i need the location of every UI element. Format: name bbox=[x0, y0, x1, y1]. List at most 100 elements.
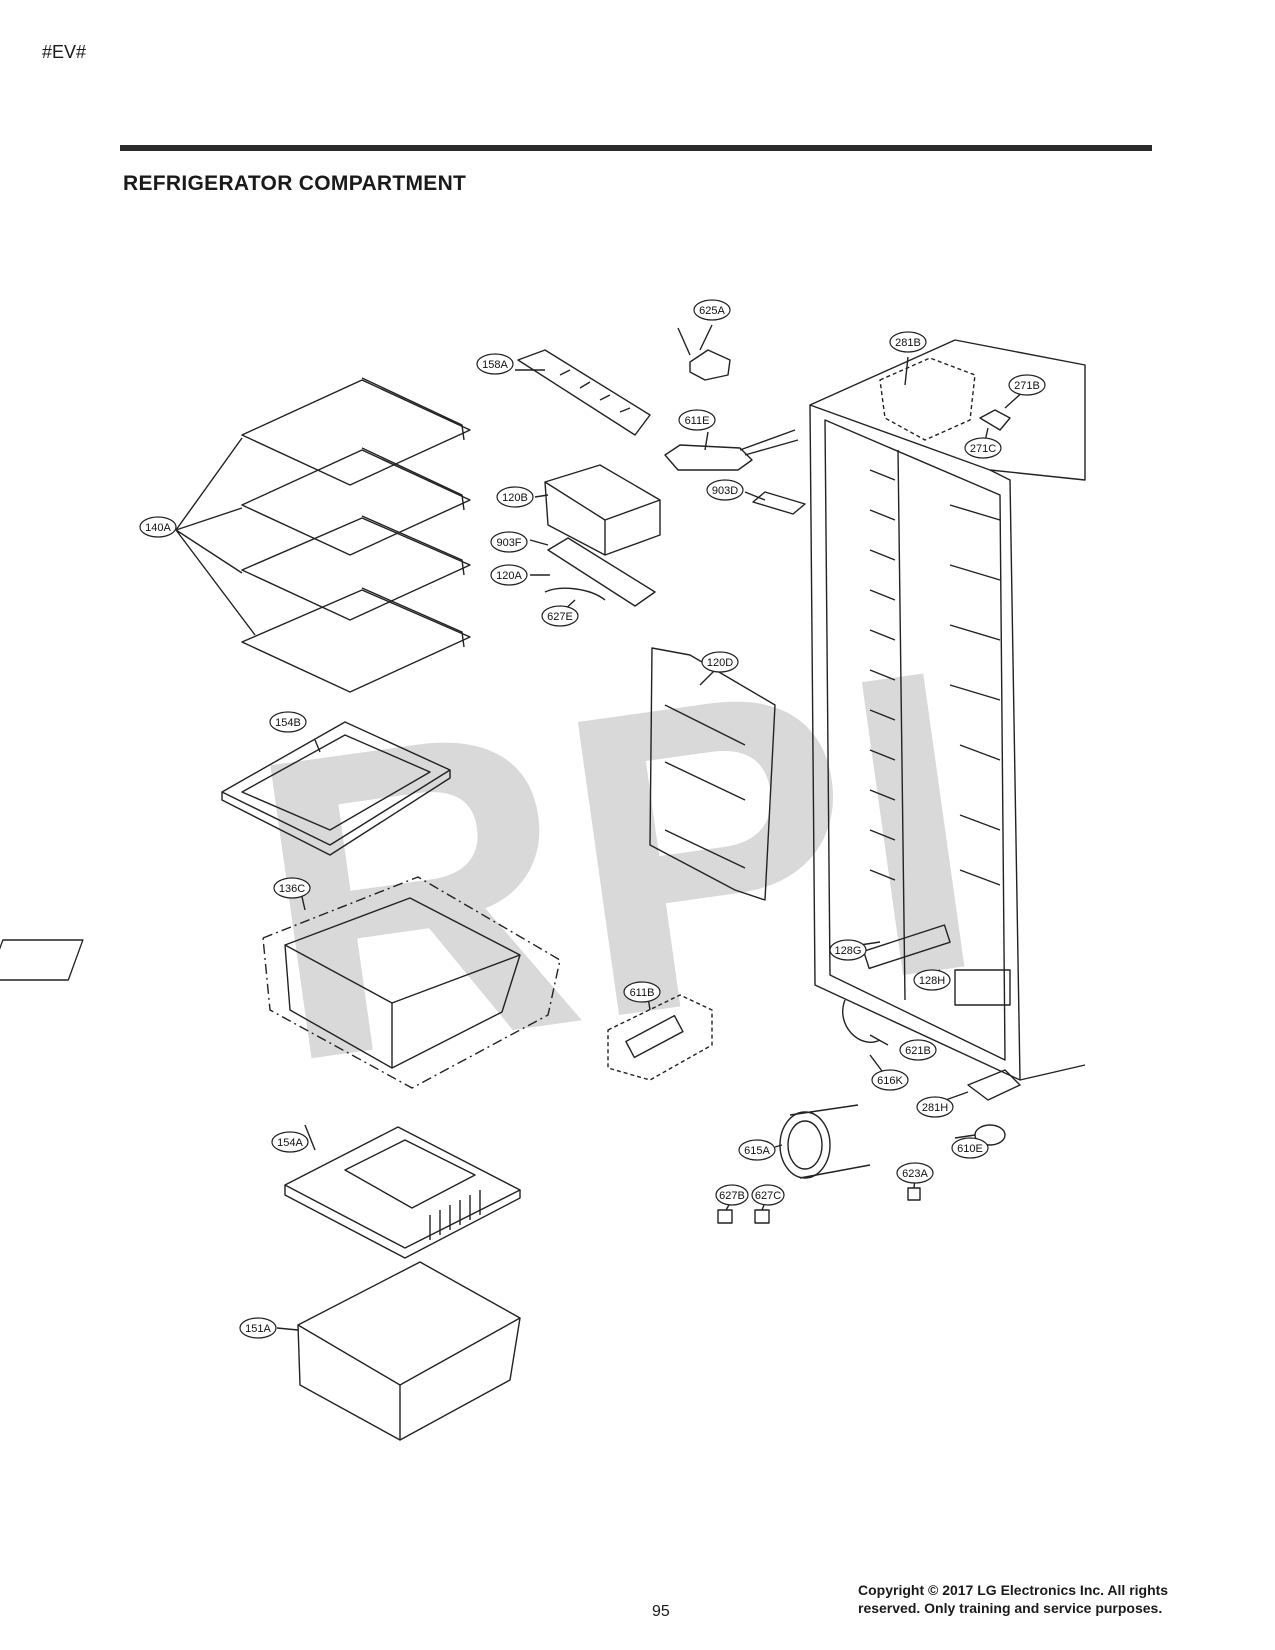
callout-154b: 154B bbox=[269, 711, 307, 733]
module-body bbox=[689, 349, 731, 381]
svg-text:627C: 627C bbox=[755, 1190, 781, 1202]
shelf-frame-154b bbox=[221, 721, 451, 856]
lamp-assembly-611e bbox=[664, 429, 799, 471]
clip-627b bbox=[717, 1209, 733, 1224]
svg-text:610E: 610E bbox=[957, 1143, 983, 1155]
copyright-line-2: reserved. Only training and service purp… bbox=[858, 1600, 1163, 1616]
drawer-grid bbox=[0, 939, 84, 981]
callout-627b: 627B bbox=[715, 1184, 749, 1206]
door-120d bbox=[649, 647, 776, 901]
duct-ribs bbox=[559, 369, 631, 413]
callout-120a: 120A bbox=[490, 564, 528, 586]
dashed-bounding-box bbox=[262, 876, 561, 1089]
svg-text:616K: 616K bbox=[877, 1075, 903, 1087]
door-outline bbox=[649, 647, 776, 901]
shelf-frame bbox=[361, 377, 465, 441]
cabinet-top bbox=[809, 339, 1086, 481]
svg-text:140A: 140A bbox=[145, 522, 171, 534]
frame-edge bbox=[221, 770, 451, 856]
cover-vents bbox=[429, 1190, 481, 1240]
svg-text:120B: 120B bbox=[502, 492, 528, 504]
glass-shelf bbox=[241, 449, 471, 556]
svg-text:154A: 154A bbox=[277, 1137, 303, 1149]
rail-128g bbox=[862, 924, 951, 970]
shelf-rails bbox=[949, 504, 1001, 886]
door-bars bbox=[664, 704, 746, 869]
callout-621b: 621B bbox=[899, 1039, 937, 1061]
watermark: RPI bbox=[229, 578, 1006, 1153]
cover-120b bbox=[544, 464, 661, 556]
callout-615a: 615A bbox=[738, 1139, 776, 1161]
filter-cartridge bbox=[625, 1014, 684, 1059]
svg-text:903D: 903D bbox=[712, 485, 738, 497]
dashed-bounding-box bbox=[607, 994, 713, 1081]
svg-text:120D: 120D bbox=[707, 657, 733, 669]
page-number: 95 bbox=[652, 1603, 670, 1620]
tube-run bbox=[789, 1104, 871, 1179]
lamp-housing bbox=[664, 444, 753, 471]
svg-text:623A: 623A bbox=[902, 1168, 928, 1180]
duct-body bbox=[517, 349, 651, 436]
crisper-cover-154a bbox=[284, 1126, 521, 1259]
callout-158a: 158A bbox=[476, 353, 514, 375]
svg-text:611E: 611E bbox=[685, 415, 710, 427]
top-rule bbox=[120, 145, 1152, 151]
cover-glass bbox=[344, 1139, 476, 1209]
left-ribs bbox=[869, 469, 896, 881]
svg-text:151A: 151A bbox=[245, 1323, 271, 1335]
duct-plate bbox=[547, 537, 656, 607]
water-tube-615a bbox=[779, 1104, 871, 1179]
svg-text:611B: 611B bbox=[630, 987, 655, 999]
glass-shelf-stack bbox=[175, 377, 471, 693]
bracket-281h bbox=[967, 1069, 1021, 1101]
shelf-frame bbox=[361, 587, 465, 648]
callout-271c: 271C bbox=[964, 437, 1002, 459]
section-title: REFRIGERATOR COMPARTMENT bbox=[123, 172, 467, 195]
callout-151a: 151A bbox=[239, 1317, 277, 1339]
callout-154a: 154A bbox=[271, 1131, 309, 1153]
callout-903d: 903D bbox=[706, 479, 744, 501]
crisper-drawer-151a bbox=[297, 1261, 521, 1441]
rail-128h bbox=[954, 969, 1011, 1006]
svg-text:271C: 271C bbox=[970, 443, 996, 455]
callout-616k: 616K bbox=[871, 1069, 909, 1091]
callout-128h: 128H bbox=[913, 969, 951, 991]
shelf-frame bbox=[361, 515, 465, 576]
callout-627e: 627E bbox=[541, 605, 579, 627]
svg-text:281B: 281B bbox=[895, 337, 921, 349]
svg-text:627E: 627E bbox=[547, 611, 573, 623]
crisper-drawer-136c bbox=[0, 876, 561, 1089]
callout-136c: 136C bbox=[273, 877, 311, 899]
glass-shelf bbox=[241, 589, 471, 693]
callout-623a: 623A bbox=[896, 1162, 934, 1184]
svg-text:615A: 615A bbox=[744, 1145, 770, 1157]
svg-text:903F: 903F bbox=[496, 537, 521, 549]
callout-611e: 611E bbox=[678, 409, 716, 431]
bracket-271c bbox=[979, 409, 1011, 431]
cover-top bbox=[544, 464, 661, 521]
svg-text:128G: 128G bbox=[835, 945, 862, 957]
svg-text:271B: 271B bbox=[1014, 380, 1040, 392]
cabinet-front bbox=[809, 404, 1086, 1081]
callout-610e: 610E bbox=[951, 1137, 989, 1159]
svg-text:621B: 621B bbox=[905, 1045, 931, 1057]
callout-625a: 625A bbox=[693, 299, 731, 321]
label-903d bbox=[752, 491, 806, 515]
cover-edge bbox=[284, 1185, 521, 1259]
svg-text:120A: 120A bbox=[496, 570, 522, 582]
duct-158a bbox=[517, 349, 651, 436]
divider bbox=[897, 449, 906, 1001]
svg-text:128H: 128H bbox=[919, 975, 945, 987]
refrigerator-cabinet bbox=[809, 339, 1086, 1081]
duct-gasket bbox=[544, 587, 606, 601]
glass-shelf bbox=[241, 379, 471, 486]
callout-140a: 140A bbox=[139, 516, 177, 538]
callout-281h: 281H bbox=[916, 1096, 954, 1118]
shelf-frame bbox=[361, 447, 465, 511]
dashed-box-281b bbox=[879, 357, 976, 441]
filter-611b bbox=[607, 994, 713, 1081]
module-625a bbox=[677, 327, 731, 381]
clip-627c bbox=[754, 1209, 770, 1224]
svg-text:627B: 627B bbox=[719, 1190, 745, 1202]
